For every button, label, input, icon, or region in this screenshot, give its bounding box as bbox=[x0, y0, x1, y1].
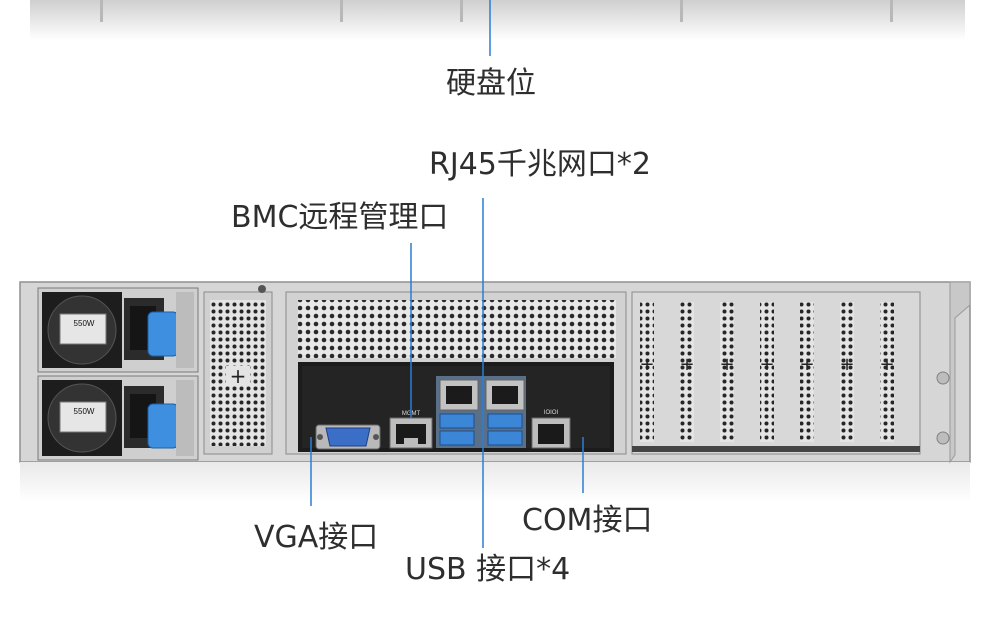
svg-text:+: + bbox=[799, 354, 814, 375]
label-rj45: RJ45千兆网口*2 bbox=[429, 147, 651, 182]
drive-bay-strip bbox=[30, 0, 965, 40]
callout-lines bbox=[310, 0, 584, 548]
svg-text:+: + bbox=[639, 354, 654, 375]
rj45-usb-stack bbox=[436, 376, 526, 448]
power-supply-bottom bbox=[37, 375, 199, 461]
com-port-label: IOIOI bbox=[544, 410, 559, 416]
svg-text:+: + bbox=[759, 354, 774, 375]
svg-text:+: + bbox=[839, 354, 854, 375]
label-hdd-bay: 硬盘位 bbox=[446, 66, 536, 101]
svg-text:+: + bbox=[719, 354, 734, 375]
psu-bottom-label: 550W bbox=[74, 407, 95, 416]
label-bmc: BMC远程管理口 bbox=[231, 200, 449, 235]
vga-port bbox=[315, 424, 381, 450]
label-vga: VGA接口 bbox=[254, 520, 379, 555]
svg-text:+: + bbox=[879, 354, 894, 375]
label-com: COM接口 bbox=[522, 503, 653, 538]
pcie-slot-covers: + + + + + + + bbox=[631, 291, 921, 455]
power-supply-top bbox=[37, 287, 199, 373]
svg-text:+: + bbox=[679, 354, 694, 375]
vent-column: + bbox=[203, 285, 273, 455]
bmc-mgmt-port bbox=[389, 417, 433, 449]
label-usb: USB 接口*4 bbox=[405, 552, 571, 587]
psu-top-label: 550W bbox=[74, 319, 95, 328]
com-port bbox=[531, 417, 571, 449]
svg-text:+: + bbox=[230, 364, 247, 388]
